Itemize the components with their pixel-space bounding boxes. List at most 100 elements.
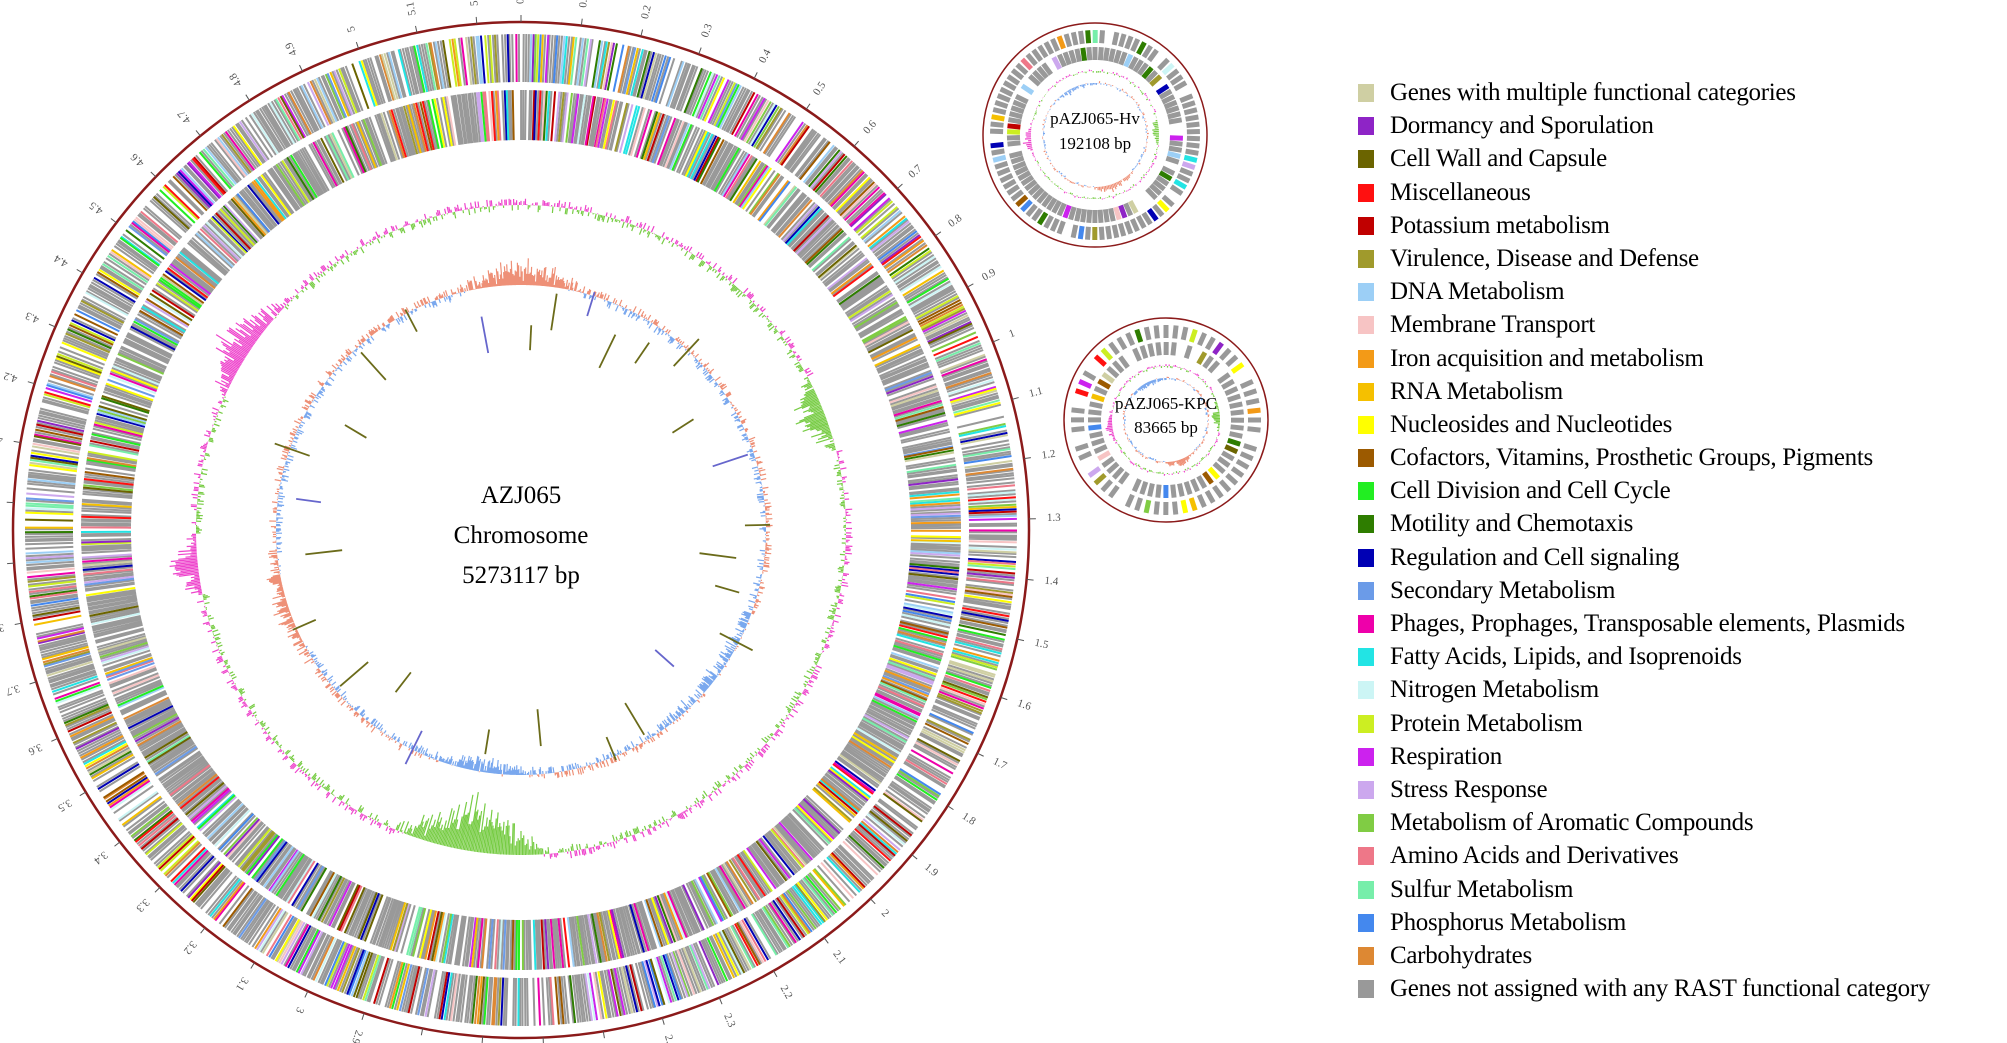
rna-gene-marker [480, 316, 490, 354]
chromosome-center-label: AZJ065 Chromosome 5273117 bp [454, 482, 589, 589]
rna-gene-marker [274, 442, 310, 457]
scale-tick [154, 887, 161, 893]
cds-forward-ring [24, 33, 1018, 1027]
rna-gene-marker [394, 671, 412, 693]
scale-tick [1011, 397, 1019, 400]
gene-feature [1088, 341, 1245, 498]
scale-tick-label: 4.5 [87, 199, 106, 217]
legend-label: Respiration [1390, 742, 1502, 770]
legend-label: Phages, Prophages, Transposable elements… [1390, 610, 1905, 637]
gene-feature [1118, 204, 1128, 219]
plasmid-hv-name: pAZJ065-Hv [1050, 109, 1140, 128]
plasmid-kpc-backbone [1063, 317, 1269, 523]
gene-feature [35, 141, 1013, 1025]
gene-feature [1020, 199, 1085, 240]
gene-feature [80, 90, 961, 970]
gene-feature [25, 47, 738, 1016]
gene-feature [84, 90, 954, 970]
scale-tick [823, 937, 829, 944]
gene-feature [86, 103, 947, 969]
legend-label: Membrane Transport [1390, 311, 1596, 339]
legend-swatch [1358, 581, 1374, 600]
plasmid-hv-length: 192108 bp [1059, 134, 1131, 153]
gene-feature [108, 90, 938, 942]
plot-negative [195, 205, 847, 856]
scale-tick-label: 3.7 [4, 682, 21, 698]
plot-positive [1022, 69, 1160, 200]
scale-tick [1017, 638, 1025, 642]
gene-feature [25, 38, 910, 1022]
scale-tick-label: 1.7 [991, 755, 1009, 772]
rna-gene-marker [296, 497, 322, 504]
plasmid-hv-map [982, 22, 1208, 248]
legend-swatch [1358, 847, 1374, 866]
scale-tick [698, 47, 702, 55]
scale-tick-label: 4.1 [0, 432, 4, 446]
scale-tick [48, 323, 56, 328]
plot-negative [275, 289, 766, 776]
rna-gene-marker [714, 584, 740, 594]
gene-feature [82, 95, 942, 969]
plasmid-hv-cds-outer [990, 30, 1200, 240]
legend-label: Virulence, Disease and Defense [1390, 244, 1699, 272]
legend-swatch [1358, 913, 1374, 932]
gene-feature [33, 91, 1017, 1020]
gene-feature [25, 36, 1016, 1002]
scale-tick [415, 25, 418, 33]
scale-tick [475, 16, 478, 24]
scale-tick-label: 5 [345, 24, 358, 34]
legend-swatch [1358, 283, 1374, 302]
gene-feature [1037, 30, 1147, 226]
legend-swatch [1358, 548, 1374, 567]
scale-tick [29, 681, 37, 685]
gene-feature [1227, 437, 1241, 447]
rna-gene-marker [586, 291, 596, 317]
gene-feature [24, 33, 1018, 1027]
gene-feature [26, 42, 1017, 1022]
gene-feature [44, 157, 1016, 967]
legend-swatch [1358, 150, 1374, 169]
chromosome-length: 5273117 bp [462, 562, 580, 589]
scale-tick [110, 218, 117, 224]
scale-tick [13, 440, 21, 444]
gene-feature [25, 72, 1017, 1021]
legend-label: DNA Metabolism [1390, 278, 1565, 306]
legend-label: Dormancy and Sporulation [1390, 112, 1654, 140]
scale-tick-label: 5.1 [404, 1, 419, 17]
gene-feature [51, 36, 1007, 1027]
gene-feature [1143, 499, 1152, 514]
gene-feature [1196, 351, 1208, 365]
gene-feature [89, 90, 858, 970]
legend-label: Iron acquisition and metabolism [1390, 344, 1704, 372]
gene-feature [1212, 341, 1224, 356]
rna-gene-marker [673, 338, 700, 367]
scale-tick-label: 0.4 [757, 47, 774, 65]
gene-feature [218, 181, 956, 922]
legend-label: Fatty Acids, Lipids, and Isoprenoids [1390, 643, 1742, 671]
scale-tick-label: 2.2 [778, 983, 795, 1001]
rna-gene-marker [404, 730, 423, 765]
scale-tick-label: 0.8 [946, 212, 965, 230]
gene-feature [1051, 56, 1063, 70]
gene-feature [25, 60, 1012, 1019]
scale-tick-label: 3.4 [91, 849, 110, 867]
scale-tick [250, 962, 255, 969]
gene-feature [1161, 62, 1175, 76]
plasmid-kpc-gc-content [1122, 376, 1210, 467]
legend-swatch [1358, 681, 1374, 700]
gene-feature [80, 90, 959, 970]
plasmid-kpc-label: pAZJ065-KPC 83665 bp [1115, 394, 1217, 437]
scale-tick [481, 1036, 484, 1043]
gene-feature [240, 92, 853, 962]
legend-swatch [1358, 216, 1374, 235]
gene-feature [1127, 200, 1139, 214]
legend-swatch [1358, 814, 1374, 833]
scale-tick [966, 283, 974, 288]
legend-label: Protein Metabolism [1390, 709, 1583, 737]
gene-feature [81, 90, 948, 968]
plasmid-hv-gc-skew [1022, 69, 1160, 200]
scale-tick [870, 898, 876, 905]
gene-feature [55, 45, 1005, 1025]
